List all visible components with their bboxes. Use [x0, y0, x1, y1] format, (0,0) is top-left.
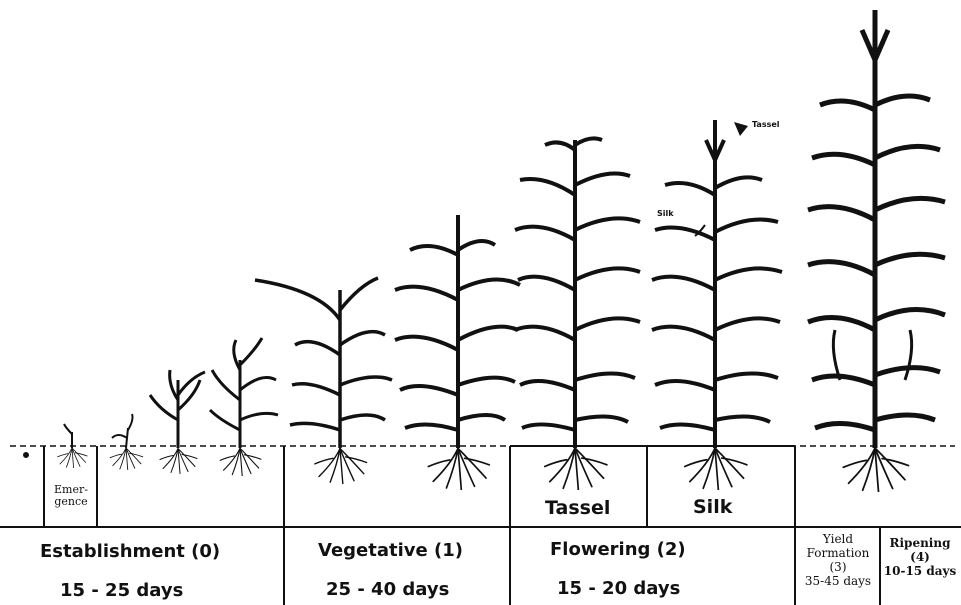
tassel-pointer-arrow [734, 122, 748, 136]
stage-vegetative-title: Vegetative (1) [318, 540, 463, 561]
stage-ripening-title: Ripening (4) 10-15 days [880, 536, 960, 578]
plant-tassel [515, 138, 640, 490]
stage-establishment-days: 15 - 25 days [60, 580, 183, 601]
plant-young-2 [210, 338, 278, 476]
stage-vegetative-days: 25 - 40 days [326, 579, 449, 600]
plant-seed [24, 453, 28, 457]
stage-yield-days: 35-45 days [796, 574, 880, 588]
emergence-label: Emer- gence [46, 484, 96, 508]
plant-young-1 [150, 370, 205, 474]
stage-flowering-days: 15 - 20 days [557, 578, 680, 599]
plant-seedling-2 [110, 414, 143, 470]
stage-establishment-title: Establishment (0) [40, 541, 220, 562]
tassel-pointer-label: Tassel [752, 120, 780, 129]
stage-yield-title: Yield Formation (3) 35-45 days [796, 532, 880, 588]
stage-ripening-days: 10-15 days [880, 564, 960, 578]
silk-substage-label: Silk [693, 496, 732, 518]
tassel-substage-label: Tassel [545, 497, 610, 519]
plant-vegetative-2 [395, 215, 520, 490]
silk-pointer-label: Silk [657, 209, 674, 218]
stage-flowering-title: Flowering (2) [550, 539, 686, 560]
plant-mature [808, 10, 945, 492]
plant-silk [652, 120, 782, 490]
